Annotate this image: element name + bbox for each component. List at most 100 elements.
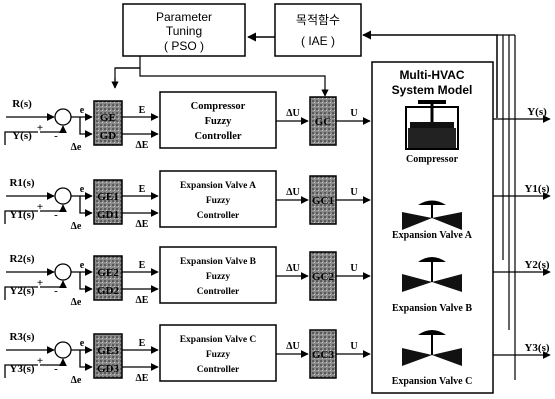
- loop1-de-label: Δe: [71, 142, 82, 153]
- loop4-feedback-label: Y3(s): [9, 363, 34, 375]
- loop1-minus-sign: -: [54, 130, 58, 142]
- loop2-ctrl-line2: Fuzzy: [206, 196, 231, 206]
- loop3-U-label: U: [350, 263, 357, 274]
- loop4-U-label: U: [350, 341, 357, 352]
- loop4-dE-label: ΔE: [136, 373, 149, 384]
- loop3-de-label: Δe: [71, 297, 82, 308]
- tuning-line1: Parameter: [156, 10, 212, 24]
- loop4-de-to-gd: [79, 350, 93, 371]
- loop1-ref-label: R(s): [12, 98, 32, 110]
- objective-function-box: [274, 3, 362, 57]
- loop2-feedback-path: [4, 210, 38, 224]
- loop4-E-label: E: [139, 338, 146, 349]
- loop2-dE-label: ΔE: [136, 219, 149, 230]
- tuning-to-gc: [139, 68, 329, 97]
- loop2-E-label: E: [139, 184, 146, 195]
- loop1-E-label: E: [139, 105, 146, 116]
- loop3-ref-label: R2(s): [9, 253, 34, 265]
- loop1-ge-label: GE: [100, 112, 116, 124]
- loop3-E-label: E: [139, 260, 146, 271]
- valve-b-icon: [402, 257, 462, 292]
- loop4-ctrl-line3: Controller: [197, 365, 240, 375]
- loop4-e-label: e: [80, 338, 85, 349]
- loop1-gd-label: GD: [100, 130, 117, 142]
- tuning-line3: ( PSO ): [164, 39, 204, 53]
- compressor-label: Compressor: [406, 154, 459, 165]
- loop1-fuzzy-controller: [159, 91, 277, 149]
- loop1-ctrl-line1: Compressor: [191, 101, 246, 112]
- loop2-feedback-arrow: [40, 204, 67, 213]
- valve-c-label: Expansion Valve C: [392, 376, 473, 387]
- model-title-line1: Multi-HVAC: [399, 68, 464, 82]
- loop4-fuzzy-controller: [159, 324, 277, 382]
- tuning-line2: Tuning: [166, 24, 202, 38]
- loop3-summing-junction: [54, 263, 72, 281]
- loop3-dE-label: ΔE: [136, 295, 149, 306]
- control-loops: R(s)Y(s)+-eΔeGEGDEΔECompressorFuzzyContr…: [4, 91, 551, 386]
- loop2-de-label: Δe: [71, 221, 82, 232]
- loop2-ctrl-line1: Expansion Valve A: [180, 181, 256, 191]
- objective-line1: 목적함수: [296, 13, 340, 27]
- loop1-gc-label: GC: [315, 116, 332, 128]
- loop1-output-label: Y(s): [527, 106, 547, 118]
- loop3-gc-block: [309, 251, 337, 301]
- loop4-gain-block: [93, 333, 123, 379]
- loop2-gain-block: [93, 179, 123, 225]
- loop2-de-to-gd: [79, 196, 93, 217]
- loop2-ref-label: R1(s): [9, 177, 34, 189]
- loop2-U-label: U: [350, 187, 357, 198]
- loop3-ctrl-line3: Controller: [197, 287, 240, 297]
- loop4-ctrl-line2: Fuzzy: [206, 350, 231, 360]
- loop2-fuzzy-controller: [159, 170, 277, 228]
- loop2-summing-junction: [54, 187, 72, 205]
- loop2-feedback-label: Y1(s): [9, 209, 34, 221]
- loop2-dU-label: ΔU: [286, 187, 300, 198]
- loop1-ctrl-line2: Fuzzy: [205, 116, 233, 127]
- loop3-gc-label: GC2: [312, 271, 335, 283]
- loop3-ctrl-line2: Fuzzy: [206, 272, 231, 282]
- loop4-ref-label: R3(s): [9, 331, 34, 343]
- loop2-gc-label: GC1: [312, 195, 334, 207]
- loop1-ctrl-line3: Controller: [194, 131, 241, 142]
- loop2-output-label: Y1(s): [524, 183, 549, 195]
- loop4-plus-sign: +: [37, 355, 43, 367]
- loop1-U-label: U: [350, 108, 357, 119]
- valve-c-icon: [402, 330, 462, 366]
- loop3-minus-sign: -: [54, 285, 58, 297]
- loop1-feedback-path: [4, 131, 38, 145]
- loop2-plus-sign: +: [37, 201, 43, 213]
- valve-a-icon: [402, 200, 462, 230]
- loop3-feedback-arrow: [40, 280, 67, 289]
- loop3-de-to-gd: [79, 272, 93, 293]
- loop3-feedback-label: Y2(s): [9, 285, 34, 297]
- loop2-ctrl-line3: Controller: [197, 211, 240, 221]
- loop1-feedback-arrow: [40, 125, 67, 134]
- model-title-line2: System Model: [392, 83, 473, 97]
- loop2-gd-label: GD1: [97, 209, 119, 221]
- loop2-ge-label: GE1: [97, 191, 118, 203]
- loop1-dU-label: ΔU: [286, 108, 300, 119]
- loop1-e-label: e: [80, 105, 85, 116]
- loop3-dU-label: ΔU: [286, 263, 300, 274]
- loop3-gain-block: [93, 255, 123, 301]
- loop3-feedback-path: [4, 286, 38, 300]
- loop4-output-label: Y3(s): [524, 342, 549, 354]
- valve-a-label: Expansion Valve A: [392, 230, 473, 241]
- loop3-ctrl-line1: Expansion Valve B: [180, 257, 257, 267]
- loop2-minus-sign: -: [54, 209, 58, 221]
- objective-line2: ( IAE ): [301, 34, 335, 48]
- loop2-gc-block: [309, 175, 337, 225]
- loop3-gd-label: GD2: [97, 285, 120, 297]
- loop4-ctrl-line1: Expansion Valve C: [180, 335, 257, 345]
- loop4-gc-label: GC3: [312, 349, 335, 361]
- loop4-gd-label: GD3: [97, 363, 120, 375]
- loop3-ge-label: GE2: [97, 267, 119, 279]
- loop4-minus-sign: -: [54, 363, 58, 375]
- loop3-fuzzy-controller: [159, 246, 277, 304]
- loop1-gc-block: [309, 96, 337, 146]
- loop4-feedback-arrow: [40, 358, 67, 367]
- loop1-summing-junction: [54, 108, 72, 126]
- parameter-tuning-box: [122, 3, 246, 57]
- loop1-feedback-label: Y(s): [12, 130, 32, 142]
